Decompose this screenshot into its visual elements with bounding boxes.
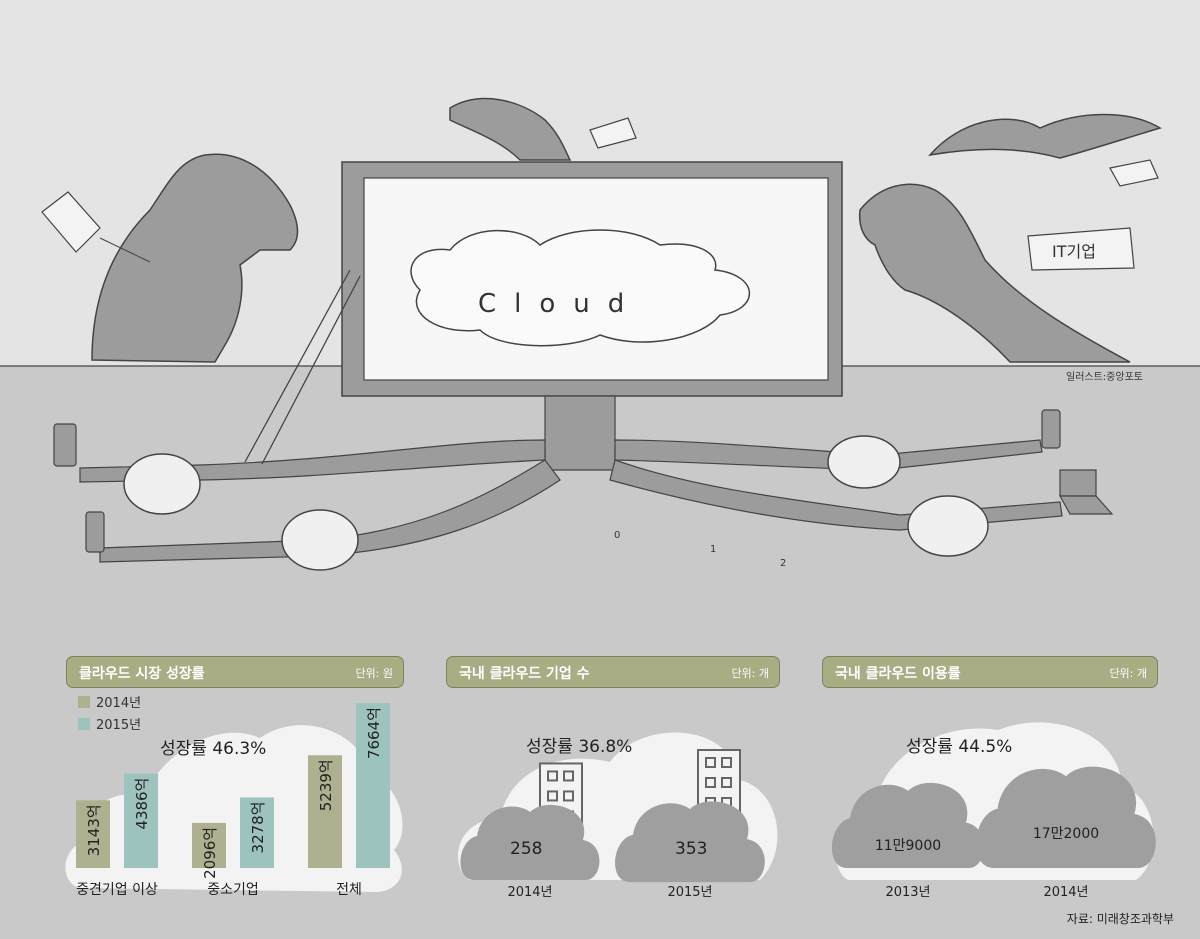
value-label: 11만9000 — [875, 838, 941, 854]
capsule-icon — [907, 495, 989, 557]
bar-value-label: 2096억 — [201, 827, 219, 879]
it-tag-label: IT기업 — [1052, 242, 1096, 261]
value-cloud-2014년 — [460, 804, 600, 881]
capsule-icon — [123, 453, 201, 515]
data-clouds: 258 353 — [460, 749, 765, 883]
bar-value-label: 7664억 — [365, 707, 383, 759]
screen-cloud-label: Cloud — [478, 289, 642, 319]
bar-중견기업 이상-2014년 — [76, 800, 110, 868]
cloud-illustration: IT기업 Cloud 일러스트:중앙포토 0 1 2 — [0, 0, 1200, 571]
category-label: 2015년 — [667, 885, 712, 900]
monitor-stand-icon — [544, 395, 616, 471]
category-label: 2014년 — [1043, 885, 1088, 900]
bar-value-label: 3278억 — [249, 801, 267, 853]
category-label: 중소기업 — [207, 882, 259, 898]
panel-unit: 단위: 개 — [1109, 667, 1147, 680]
phone-icon — [53, 423, 77, 467]
category-label: 2013년 — [885, 885, 930, 900]
laptop-icon — [1059, 469, 1097, 497]
phone-icon — [1041, 409, 1061, 449]
value-cloud-2014년 — [976, 766, 1156, 868]
value-cloud-2015년 — [615, 801, 765, 883]
building-window — [721, 757, 732, 768]
building-window — [563, 770, 574, 782]
legend-label-2015: 2015년 — [96, 718, 141, 733]
growth-annotation: 성장률 36.8% — [526, 737, 632, 757]
market-growth-chart: 2014년 2015년 성장률 46.3% 3143억 4386억 2096억 327… — [65, 696, 403, 898]
bar-value-label: 5239억 — [317, 759, 335, 811]
building-window — [547, 770, 558, 782]
capsule-icon — [281, 509, 359, 571]
growth-annotation: 성장률 44.5% — [906, 737, 1012, 757]
path-number-1: 1 — [710, 544, 716, 555]
panel-title: 클라우드 시장 성장률 — [79, 666, 205, 682]
legend: 2014년 2015년 — [78, 696, 141, 733]
value-label: 258 — [510, 839, 542, 859]
bar-중견기업 이상-2015년 — [124, 773, 158, 868]
building-window — [721, 777, 732, 788]
legend-swatch-2014 — [78, 696, 90, 708]
bars: 3143억 4386억 2096억 3278억 5239억 7664억 — [76, 703, 390, 879]
bar-value-label: 3143억 — [85, 804, 103, 856]
paper-tag-pterodactyl-icon — [1109, 159, 1159, 187]
source-note: 자료: 미래창조과학부 — [1066, 912, 1174, 926]
growth-annotation: 성장률 46.3% — [160, 739, 266, 759]
illustration-credit: 일러스트:중앙포토 — [1066, 371, 1143, 383]
bar-중소기업-2014년 — [192, 822, 226, 868]
building-window — [705, 757, 716, 768]
building-window — [705, 777, 716, 788]
bar-전체-2015년 — [356, 703, 390, 868]
fish-creature-icon — [449, 97, 572, 161]
value-label: 353 — [675, 839, 707, 859]
phone-icon — [85, 511, 105, 553]
category-labels: 2013년 2014년 — [885, 885, 1088, 900]
legend-swatch-2015 — [78, 718, 90, 730]
bar-value-label: 4386억 — [133, 778, 151, 830]
building-window — [563, 790, 574, 802]
value-cloud-2013년 — [831, 782, 984, 868]
data-clouds: 11만9000 17만2000 — [831, 766, 1156, 868]
usage-rate-chart: 성장률 44.5% 11만9000 17만2000 2013년 2014년 — [831, 722, 1156, 900]
panel-header-company-count: 국내 클라우드 기업 수 단위: 개 — [446, 656, 780, 688]
screen-cloud-icon — [410, 229, 751, 347]
legend-label-2014: 2014년 — [96, 696, 141, 711]
value-label: 17만2000 — [1033, 826, 1099, 842]
capsule-icon — [827, 435, 901, 489]
category-labels: 2014년 2015년 — [507, 885, 712, 900]
laptop-keyboard-icon — [1058, 495, 1114, 515]
panel-title: 국내 클라우드 이용률 — [835, 666, 961, 682]
bar-전체-2014년 — [308, 755, 342, 868]
panel-title: 국내 클라우드 기업 수 — [459, 666, 590, 682]
category-label: 2014년 — [507, 885, 552, 900]
dinosaur-right-icon — [858, 183, 1131, 363]
pterodactyl-icon — [928, 113, 1162, 159]
panel-header-usage-rate: 국내 클라우드 이용률 단위: 개 — [822, 656, 1158, 688]
path-number-0: 0 — [614, 530, 620, 541]
panel-unit: 단위: 개 — [731, 667, 769, 680]
category-label: 중견기업 이상 — [76, 882, 158, 898]
building-window — [547, 790, 558, 802]
category-label: 전체 — [336, 882, 362, 898]
it-tag-icon — [1027, 227, 1135, 271]
panel-header-market-growth: 클라우드 시장 성장률 단위: 원 — [66, 656, 404, 688]
company-count-chart: 성장률 36.8% 258 353 2014년 2015년 — [458, 732, 778, 900]
path-number-2: 2 — [780, 558, 786, 569]
category-labels: 중견기업 이상 중소기업 전체 — [76, 882, 362, 898]
paper-tag-left-icon — [41, 191, 101, 253]
dinosaur-left-icon — [91, 153, 299, 363]
bar-중소기업-2015년 — [240, 797, 274, 868]
panel-unit: 단위: 원 — [355, 667, 393, 680]
paper-tag-top-icon — [589, 117, 637, 149]
